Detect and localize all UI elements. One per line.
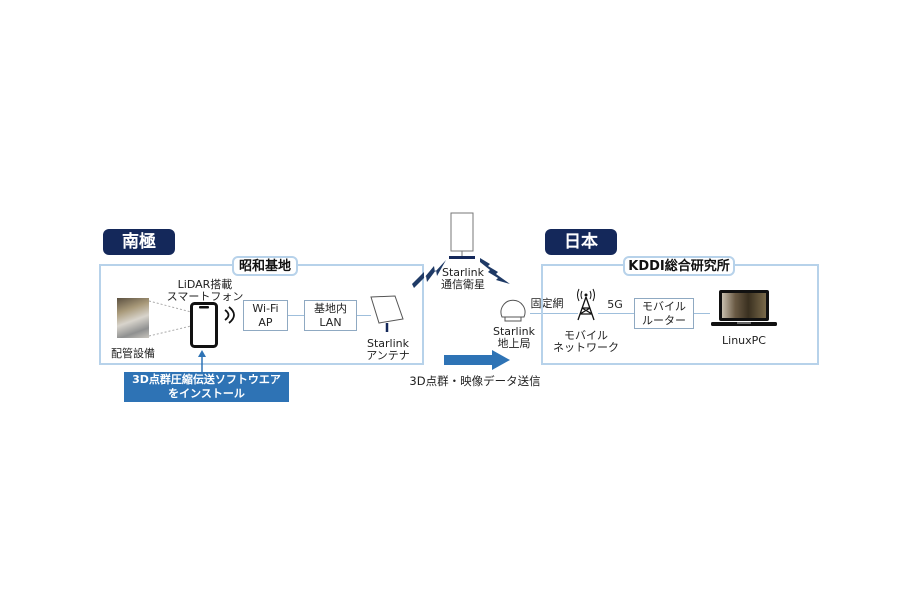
piping-label: 配管設備 (111, 347, 155, 360)
piping-photo (117, 298, 149, 338)
smartphone-label-1: LiDAR搭載 (177, 278, 233, 291)
cell-tower-icon (577, 288, 595, 321)
linux-pc-label: LinuxPC (722, 334, 766, 347)
wifi-ap-box: Wi-Fi AP (243, 300, 288, 331)
base-lan-label-2: LAN (319, 315, 342, 329)
starlink-satellite-icon (449, 212, 475, 259)
japan-badge: 日本 (545, 229, 617, 255)
mobile-router-label-2: ルーター (642, 313, 686, 327)
mobile-router-box: モバイル ルーター (634, 298, 694, 329)
wifi-ap-label-1: Wi-Fi (252, 301, 279, 315)
fiveg-link (598, 313, 634, 314)
install-label-2: をインストール (168, 387, 245, 400)
downlink-lightning-icon (480, 258, 510, 284)
satellite-label-1: Starlink (441, 266, 484, 279)
wifi-lan-link (288, 315, 304, 316)
antarctica-badge: 南極 (103, 229, 175, 255)
showa-station-label: 昭和基地 (232, 256, 298, 276)
antenna-label-1: Starlink (366, 337, 409, 350)
ground-station-label-1: Starlink (492, 325, 535, 338)
base-lan-box: 基地内 LAN (304, 300, 357, 331)
install-label-1: 3D点群圧縮伝送ソフトウエア (132, 373, 281, 386)
starlink-antenna-icon (370, 295, 404, 332)
laptop-icon (711, 290, 777, 326)
satellite-label-2: 通信衛星 (441, 278, 485, 291)
smartphone-label-2: スマートフォン (166, 290, 244, 303)
scan-lines (149, 300, 192, 337)
wifi-ap-label-2: AP (258, 315, 273, 329)
base-lan-label-1: 基地内 (314, 301, 347, 315)
fixed-network-label: 固定網 (530, 297, 564, 310)
fixed-network-link (530, 313, 578, 314)
mobile-network-label-1: モバイル (564, 329, 608, 342)
install-software-callout: 3D点群圧縮伝送ソフトウエア をインストール (124, 372, 289, 402)
uplink-lightning-icon (412, 260, 446, 288)
mobile-router-label-1: モバイル (642, 299, 686, 313)
fiveg-label: 5G (607, 298, 623, 311)
smartphone-icon (190, 302, 218, 348)
ground-station-icon (500, 299, 526, 322)
lan-antenna-link (357, 315, 371, 316)
data-transfer-label: 3D点群・映像データ送信 (409, 374, 541, 388)
antenna-label-2: アンテナ (366, 349, 410, 362)
data-transfer-arrow (444, 350, 510, 370)
wireless-signal-icon (224, 306, 235, 324)
kddi-research-label: KDDI総合研究所 (623, 256, 735, 276)
ground-station-label-2: 地上局 (497, 337, 531, 350)
mobile-network-label-2: ネットワーク (553, 341, 619, 354)
router-pc-link (694, 313, 710, 314)
